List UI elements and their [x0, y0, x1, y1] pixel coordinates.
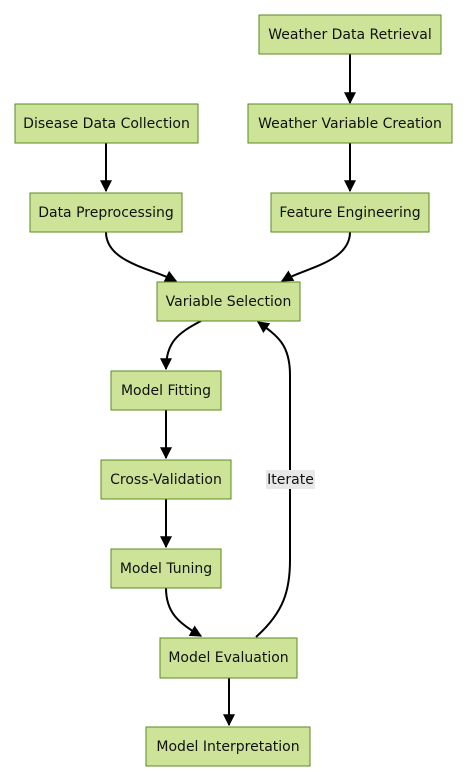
- node-model-tuning-label: Model Tuning: [120, 561, 212, 577]
- edge-label-iterate-text: Iterate: [267, 472, 314, 488]
- node-disease-data-collection-label: Disease Data Collection: [23, 116, 190, 132]
- node-data-preprocessing-label: Data Preprocessing: [38, 205, 174, 221]
- node-variable-selection-label: Variable Selection: [166, 294, 292, 310]
- node-cross-validation: Cross-Validation: [100, 459, 232, 500]
- node-weather-data-retrieval: Weather Data Retrieval: [258, 14, 442, 55]
- node-model-fitting-label: Model Fitting: [121, 383, 211, 399]
- node-disease-data-collection: Disease Data Collection: [14, 103, 199, 144]
- node-feature-engineering-label: Feature Engineering: [279, 205, 420, 221]
- node-variable-selection: Variable Selection: [156, 281, 301, 322]
- node-model-evaluation-label: Model Evaluation: [168, 650, 288, 666]
- edge-variable-selection-to-model-fitting: [160, 320, 202, 371]
- node-data-preprocessing: Data Preprocessing: [29, 192, 183, 233]
- node-weather-data-retrieval-label: Weather Data Retrieval: [268, 27, 432, 43]
- node-weather-variable-creation: Weather Variable Creation: [247, 103, 453, 144]
- edge-feature-engineering-to-variable-selection: [280, 231, 351, 282]
- edge-preprocessing-to-variable-selection: [105, 231, 178, 282]
- node-model-interpretation: Model Interpretation: [145, 726, 311, 767]
- node-model-interpretation-label: Model Interpretation: [156, 739, 299, 755]
- node-model-tuning: Model Tuning: [110, 548, 222, 589]
- node-feature-engineering: Feature Engineering: [270, 192, 430, 233]
- node-weather-variable-creation-label: Weather Variable Creation: [258, 116, 442, 132]
- node-cross-validation-label: Cross-Validation: [110, 472, 222, 488]
- node-model-fitting: Model Fitting: [110, 370, 222, 411]
- edge-model-tuning-to-model-evaluation: [165, 587, 203, 637]
- edge-label-iterate: Iterate: [266, 470, 315, 489]
- edges: [100, 54, 356, 727]
- edge-model-evaluation-iterate-to-variable-selection: [255, 321, 291, 638]
- node-model-evaluation: Model Evaluation: [159, 637, 298, 679]
